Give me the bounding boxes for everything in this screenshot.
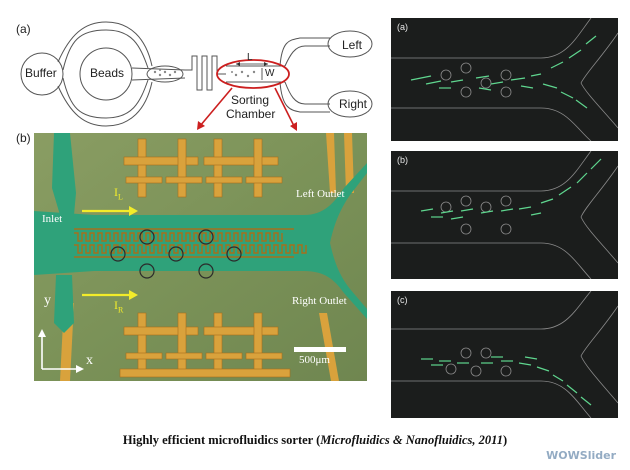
current-arrows: [82, 209, 132, 297]
simulation-b-drawing: [391, 151, 618, 279]
chamber-label: Chamber: [226, 107, 276, 121]
simulation-panel-c: (c): [391, 291, 618, 418]
simulation-c-label: (c): [397, 295, 408, 305]
simulation-c-drawing: [391, 291, 618, 418]
right-outlet-label: Right Outlet: [292, 295, 347, 307]
length-label: L: [247, 52, 253, 63]
right-label: Right: [339, 97, 368, 111]
current-left-label: IL: [114, 185, 123, 202]
scale-bar: [294, 347, 346, 352]
axis-x-label: x: [86, 353, 93, 368]
comb-electrodes: [74, 228, 307, 258]
simulation-panel-b: (b): [391, 151, 618, 279]
schematic-diagram: [20, 21, 373, 131]
sorting-chamber-highlight: [216, 59, 290, 89]
pillar-posts: [110, 229, 242, 279]
scale-bar-label: 500μm: [299, 354, 330, 366]
micrograph-image: Inlet Left Outlet Right Outlet IL IR y x…: [34, 133, 367, 381]
simulation-b-label: (b): [397, 155, 408, 165]
caption-suffix: ): [502, 433, 508, 447]
caption-journal: Microfluidics & Nanofluidics, 2011: [320, 433, 503, 447]
left-outlet-label: Left Outlet: [296, 188, 345, 200]
bottom-electrodes: [119, 312, 291, 378]
left-label: Left: [342, 38, 363, 52]
top-electrodes: [123, 138, 283, 198]
sorting-label: Sorting: [231, 93, 270, 107]
simulation-a-label: (a): [397, 22, 408, 32]
simulation-a-drawing: [391, 18, 618, 141]
beads-reservoir: [79, 47, 133, 101]
panel-b-label: (b): [16, 131, 31, 145]
caption-prefix: Highly efficient microfluidics sorter (: [122, 433, 321, 447]
axis-y-label: y: [44, 293, 51, 308]
simulation-panel-a: (a): [391, 18, 618, 141]
width-label: W: [265, 68, 275, 79]
watermark-logo: WOWSlider: [546, 449, 616, 462]
beads-label: Beads: [90, 66, 125, 80]
buffer-label: Buffer: [25, 66, 57, 80]
axis-arrows: [41, 333, 80, 370]
buffer-reservoir: [20, 52, 64, 96]
panel-a-label: (a): [16, 22, 31, 36]
micrograph-drawing: [34, 133, 367, 381]
figure-caption: Highly efficient microfluidics sorter (M…: [0, 433, 630, 448]
inlet-label: Inlet: [42, 213, 63, 225]
current-right-label: IR: [114, 298, 124, 315]
